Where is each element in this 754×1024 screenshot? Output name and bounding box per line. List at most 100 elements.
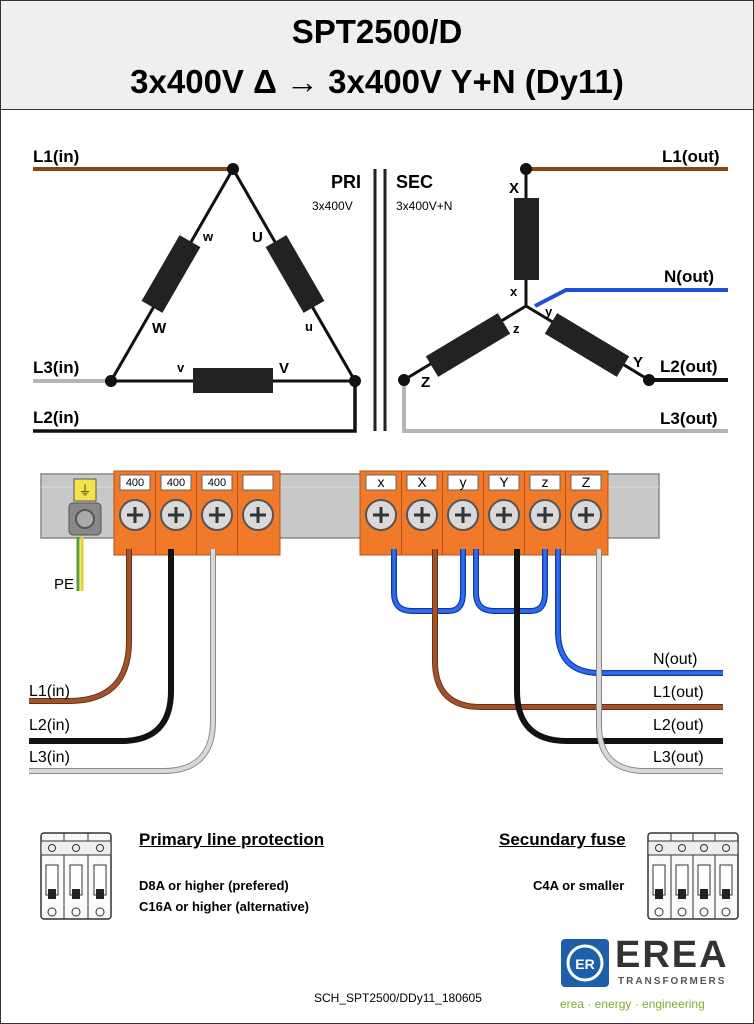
jumper-x-y <box>392 549 465 613</box>
label-l1-out: L1(out) <box>662 147 720 166</box>
primary-protection-line-1: D8A or higher (prefered) <box>139 878 289 893</box>
cable-n-out <box>556 549 723 675</box>
label-Z: Z <box>421 374 430 391</box>
label-l3-out: L3(out) <box>660 409 718 428</box>
pe-screw <box>75 509 95 529</box>
primary-protection-heading: Primary line protection <box>139 830 325 849</box>
secondary-terminal-label-plate <box>365 474 397 491</box>
pri-heading: PRI <box>331 172 362 192</box>
title-box: SPT2500/D 3x400V Δ → 3x400V Y+N (Dy11) <box>1 1 753 110</box>
jumper-x-y-outer <box>391 549 466 614</box>
jumper-y-z-outer <box>473 549 548 614</box>
label-x: x <box>510 284 518 299</box>
coil-u <box>265 235 325 313</box>
primary-delta: W w U u v V <box>33 163 361 433</box>
label-n-out: N(out) <box>664 267 715 286</box>
label-Y: Y <box>633 354 643 371</box>
logo-tagline: erea · energy · engineering <box>560 997 705 1011</box>
wire-l3-out <box>402 380 728 433</box>
primary-terminal-label-plate <box>119 474 151 491</box>
cable-l3-out <box>597 549 723 773</box>
secondary-terminal-label-plate <box>447 474 479 491</box>
wire-label-l1-out: L1(out) <box>653 684 704 701</box>
terminal-label-primary-3: 400 <box>208 477 226 489</box>
logo-mark-lettering: ER <box>575 956 594 972</box>
wire-label-l3-in: L3(in) <box>29 749 70 766</box>
wire-label-l1-in: L1(in) <box>29 683 70 700</box>
label-l2-in: L2(in) <box>33 408 80 427</box>
cable-l3-in <box>29 549 215 773</box>
terminal-label-X: X <box>417 474 427 490</box>
field-wiring <box>29 549 723 774</box>
wire-label-l2-in: L2(in) <box>29 717 70 734</box>
label-V: V <box>279 360 289 377</box>
node-delta-top <box>227 163 239 175</box>
label-U: U <box>252 229 263 246</box>
label-w: w <box>202 229 214 244</box>
node-star-top <box>520 163 532 175</box>
coil-z <box>425 313 511 377</box>
secondary-terminal-label-plate <box>406 474 438 491</box>
label-y: y <box>545 304 553 319</box>
secondary-breaker-icon <box>647 832 739 920</box>
primary-protection-line-2: C16A or higher (alternative) <box>139 899 310 914</box>
coil-y <box>544 313 630 377</box>
title-configuration: 3x400V Δ → 3x400V Y+N (Dy11) <box>130 63 624 100</box>
secondary-terminal-label-plate <box>529 474 561 491</box>
secondary-star: X x y z Y Z <box>398 163 728 433</box>
primary-terminal-label-plate <box>160 474 192 491</box>
label-l1-in: L1(in) <box>33 147 80 166</box>
wire-label-l3-out: L3(out) <box>653 749 704 766</box>
coil-v <box>193 368 273 393</box>
label-X: X <box>509 180 519 197</box>
label-v: v <box>177 360 185 375</box>
erea-logo-mark: ER <box>561 939 609 987</box>
cable-l2-in <box>29 549 174 744</box>
terminal-label-x: x <box>378 474 385 490</box>
terminal-label-Y: Y <box>499 474 509 490</box>
secondary-terminal-label-plate <box>570 474 602 491</box>
wire-label-l2-out: L2(out) <box>653 717 704 734</box>
terminal-label-primary-2: 400 <box>167 477 185 489</box>
primary-terminal-label-plate <box>242 474 274 491</box>
label-u: u <box>305 319 313 334</box>
cable-n-out-outer <box>555 549 723 676</box>
primary-breaker-icon <box>40 832 112 920</box>
jumper-y-z <box>474 549 547 613</box>
sec-voltage: 3x400V+N <box>396 199 453 213</box>
pe-label: PE <box>54 576 75 593</box>
primary-terminal-label-plate <box>201 474 233 491</box>
secondary-fuse-line-1: C4A or smaller <box>533 878 625 893</box>
secondary-terminal-label-plate <box>488 474 520 491</box>
node-star-right <box>643 374 655 386</box>
label-l2-out: L2(out) <box>660 357 718 376</box>
ground-icon: ⏚ <box>78 483 91 498</box>
node-delta-right <box>349 375 361 387</box>
title-model: SPT2500/D <box>291 13 463 50</box>
terminal-label-primary-1: 400 <box>126 477 144 489</box>
terminal-label-y: y <box>460 474 467 490</box>
terminal-block: ⏚ 400 400 400 x X y Y z Z <box>40 470 660 591</box>
node-star-left <box>398 374 410 386</box>
pe-terminal-label <box>73 478 97 502</box>
wire-n-out <box>534 288 728 308</box>
secondary-fuse-heading: Secundary fuse <box>499 830 626 849</box>
coil-x <box>514 198 539 280</box>
logo-subtitle: TRANSFORMERS <box>618 976 727 987</box>
cable-l1-in <box>29 549 131 703</box>
coil-w <box>141 235 201 313</box>
wire-label-n-out: N(out) <box>653 651 698 668</box>
label-z: z <box>513 321 520 336</box>
cable-l1-out <box>433 549 723 709</box>
logo-name: EREA <box>615 934 729 976</box>
pri-voltage: 3x400V <box>312 199 353 213</box>
terminal-label-z: z <box>542 474 549 490</box>
document-code: SCH_SPT2500/DDy11_180605 <box>314 991 482 1005</box>
node-delta-left <box>105 375 117 387</box>
cable-l2-out <box>514 549 723 744</box>
terminal-label-Z: Z <box>582 474 591 490</box>
label-W: W <box>152 320 167 337</box>
wire-l2-in <box>33 381 357 433</box>
